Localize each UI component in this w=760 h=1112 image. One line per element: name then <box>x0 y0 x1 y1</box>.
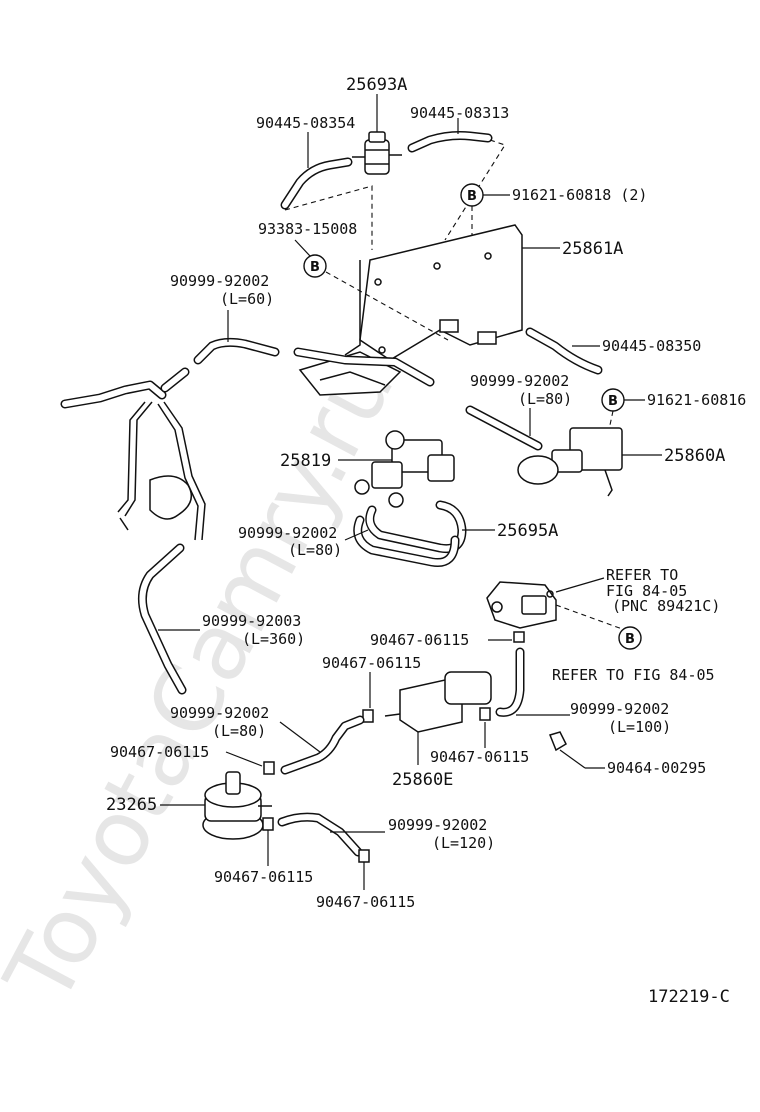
label-90467-06115-c: 90467-06115 <box>430 748 529 766</box>
clip-90467-06115-e <box>262 817 274 831</box>
label-91621-60816: 91621-60816 <box>647 391 746 409</box>
label-90999-92002-f: 90999-92002 <box>388 816 487 834</box>
vacuum-canister-25693A <box>352 131 402 175</box>
figure-id: 172219-C <box>648 987 730 1007</box>
watermark-text: ToyotaCamry.ru <box>0 339 415 1021</box>
label-90467-06115-f: 90467-06115 <box>316 893 415 911</box>
clip-90467-06115-b <box>362 709 374 723</box>
hose-90999-92003-l360 <box>137 543 187 695</box>
label-25860E: 25860E <box>392 770 453 790</box>
label-25693A: 25693A <box>346 75 407 95</box>
label-refer-fig-line2: FIG 84-05 <box>606 582 687 600</box>
label-90999-92002-e: 90999-92002 <box>570 700 669 718</box>
label-90445-08313: 90445-08313 <box>410 104 509 122</box>
badge-letter: B <box>608 394 618 409</box>
label-90467-06115-b: 90467-06115 <box>322 654 421 672</box>
label-25819: 25819 <box>280 451 331 471</box>
bolt-badge-b <box>618 626 642 650</box>
label-refer-fig-84-05: REFER TO FIG 84-05 <box>552 666 715 684</box>
vacuum-pipe-assembly <box>60 367 206 541</box>
bolt-badge-b <box>303 254 327 278</box>
vsv-25860E <box>384 671 492 733</box>
hose-90999-92002-l100 <box>495 647 525 717</box>
label-length-l60: (L=60) <box>220 290 274 308</box>
badge-letter: B <box>467 189 477 204</box>
clip-90467-06115-c <box>479 707 491 721</box>
hose-90445-08350 <box>525 327 603 375</box>
vacuum-sensor-reference <box>486 581 557 629</box>
hose-90445-08313 <box>407 131 493 153</box>
label-length-l80-b: (L=80) <box>518 390 572 408</box>
label-25861A: 25861A <box>562 239 623 259</box>
label-90464-00295: 90464-00295 <box>607 759 706 777</box>
badge-letter: B <box>310 260 320 275</box>
clip-90464-00295 <box>548 731 567 752</box>
label-length-l100: (L=100) <box>608 718 671 736</box>
label-refer-pnc: (PNC 89421C) <box>612 597 720 615</box>
label-90445-08354: 90445-08354 <box>256 114 355 132</box>
label-refer-fig-line1: REFER TO <box>606 566 678 584</box>
vsv-25819 <box>354 430 455 508</box>
label-length-l80-c: (L=80) <box>288 541 342 559</box>
label-length-l120: (L=120) <box>432 834 495 852</box>
label-25860A: 25860A <box>664 446 725 466</box>
check-valve-23265 <box>202 771 272 840</box>
hose-90445-08354 <box>280 157 353 210</box>
label-90999-92002-d: 90999-92002 <box>170 704 269 722</box>
label-90999-92002-b: 90999-92002 <box>470 372 569 390</box>
hose-90999-92002-l120 <box>277 812 363 857</box>
label-90467-06115-a: 90467-06115 <box>370 631 469 649</box>
label-90999-92002-c: 90999-92002 <box>238 524 337 542</box>
hose-90999-92002-l80-lower <box>280 715 365 775</box>
label-length-l360: (L=360) <box>242 630 305 648</box>
label-90445-08350: 90445-08350 <box>602 337 701 355</box>
label-23265: 23265 <box>106 795 157 815</box>
hose-90999-92002-l60 <box>193 337 280 365</box>
label-90999-92002-a: 90999-92002 <box>170 272 269 290</box>
label-90467-06115-d: 90467-06115 <box>110 743 209 761</box>
clip-90467-06115-d <box>263 761 275 775</box>
label-90999-92003: 90999-92003 <box>202 612 301 630</box>
bracket-25861A <box>298 224 523 396</box>
hose-25695A <box>353 500 467 568</box>
label-91621-60818: 91621-60818 (2) <box>512 186 647 204</box>
vsv-25860A <box>517 427 623 497</box>
label-length-l80-d: (L=80) <box>212 722 266 740</box>
hose-90999-92002-l80-right <box>465 405 543 451</box>
badge-letter: B <box>625 632 635 647</box>
clip-90467-06115 <box>513 631 525 643</box>
label-25695A: 25695A <box>497 521 558 541</box>
label-90467-06115-e: 90467-06115 <box>214 868 313 886</box>
clip-90467-06115-f <box>358 849 370 863</box>
label-93383-15008: 93383-15008 <box>258 220 357 238</box>
